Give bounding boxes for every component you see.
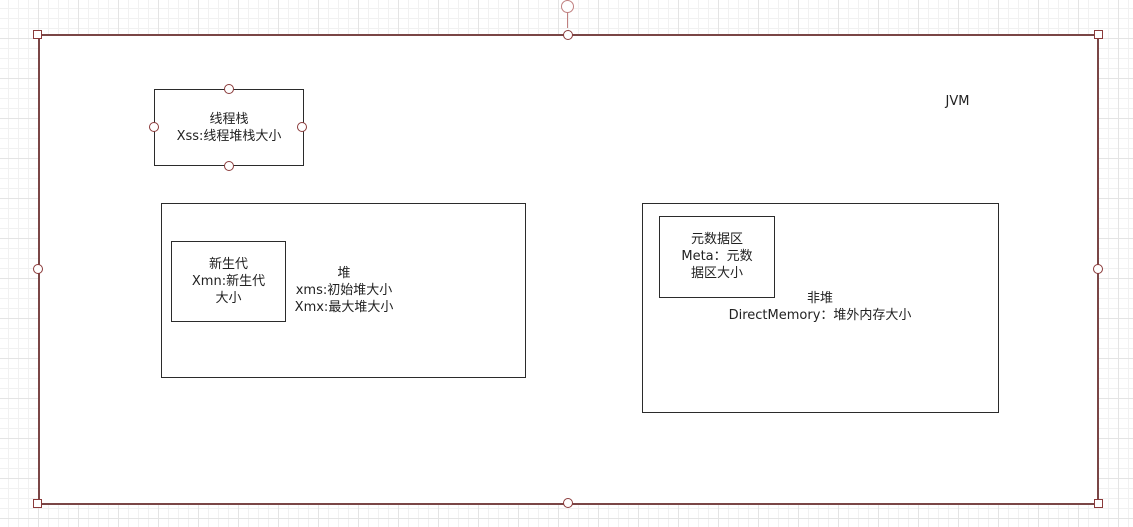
thread-stack-connect-left[interactable] (149, 122, 159, 132)
thread-stack-title: 线程栈 (209, 112, 249, 127)
resize-handle-left[interactable] (33, 264, 43, 274)
thread-stack-connect-bottom[interactable] (224, 161, 234, 171)
young-gen-size: 大小 (215, 291, 242, 306)
metaspace-size: 据区大小 (690, 266, 743, 281)
resize-handle-bottom-right[interactable] (1094, 499, 1103, 508)
metaspace-meta: Meta：元数 (681, 249, 753, 264)
young-gen-label: 新生代 Xmn:新生代 大小 (171, 256, 286, 307)
heap-xms: xms:初始堆大小 (295, 283, 393, 298)
jvm-label: JVM (945, 94, 970, 109)
young-gen-title: 新生代 (208, 257, 248, 272)
metaspace-label: 元数据区 Meta：元数 据区大小 (659, 231, 775, 282)
thread-stack-box[interactable] (154, 89, 304, 166)
metaspace-box[interactable] (659, 216, 775, 298)
metaspace-title: 元数据区 (690, 232, 743, 247)
thread-stack-detail: Xss:线程堆栈大小 (176, 129, 282, 144)
heap-xmx: Xmx:最大堆大小 (294, 300, 394, 315)
thread-stack-connect-top[interactable] (224, 84, 234, 94)
resize-handle-top-right[interactable] (1094, 30, 1103, 39)
non-heap-label: 非堆 DirectMemory：堆外内存大小 (700, 290, 940, 324)
heap-label: 堆 xms:初始堆大小 Xmx:最大堆大小 (288, 265, 400, 316)
resize-handle-top[interactable] (563, 30, 573, 40)
heap-title: 堆 (337, 266, 351, 281)
resize-handle-right[interactable] (1093, 264, 1103, 274)
resize-handle-bottom[interactable] (563, 498, 573, 508)
non-heap-direct-memory: DirectMemory：堆外内存大小 (728, 308, 912, 323)
rotate-handle[interactable] (561, 0, 574, 13)
young-gen-box[interactable] (171, 241, 286, 322)
non-heap-title: 非堆 (806, 291, 833, 306)
resize-handle-bottom-left[interactable] (33, 499, 42, 508)
young-gen-xmn: Xmn:新生代 (191, 274, 266, 289)
thread-stack-label: 线程栈 Xss:线程堆栈大小 (154, 111, 304, 145)
thread-stack-connect-right[interactable] (297, 122, 307, 132)
rotate-stem (567, 11, 568, 28)
resize-handle-top-left[interactable] (33, 30, 42, 39)
